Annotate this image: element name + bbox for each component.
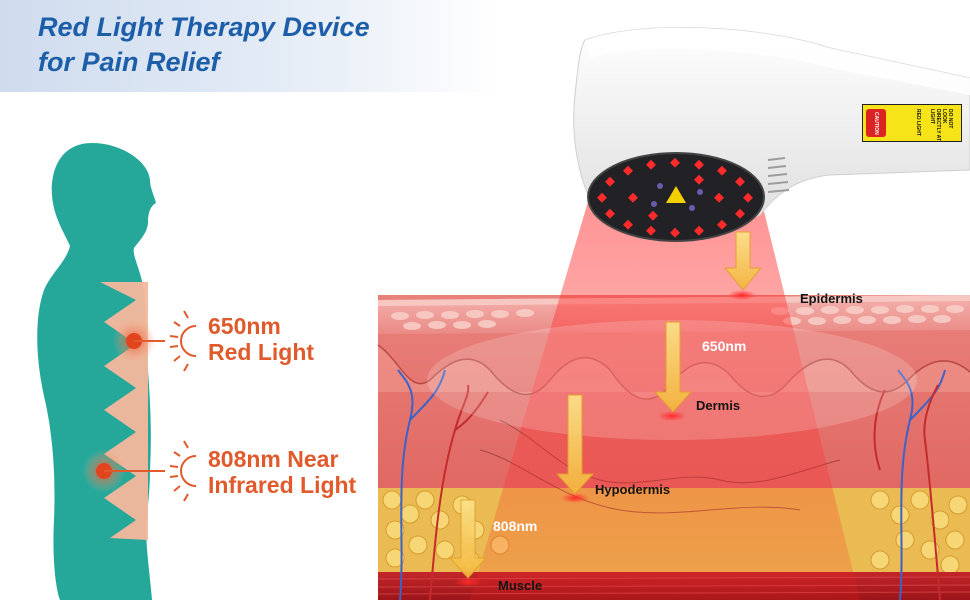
caution-text-2: DO NOT LOOK DIRECTLY AT LIGHT: [929, 109, 953, 141]
title-banner: [0, 0, 500, 92]
therapy-device: [573, 27, 970, 242]
arrow-hypodermis: [555, 394, 595, 495]
red-light-callout-line1: 650nm: [208, 313, 281, 339]
laser-warning-icon: [666, 186, 686, 203]
page-title-line2: for Pain Relief: [38, 47, 220, 77]
red-light-callout-line2: Red Light: [208, 339, 315, 365]
wavelength-650-label: 650nm: [702, 338, 747, 354]
human-silhouette: [37, 143, 156, 600]
wavelength-808-label: 808nm: [493, 518, 538, 534]
muscle-label: Muscle: [498, 578, 543, 593]
nir-light-callout: 808nm Near Infrared Light: [208, 448, 356, 500]
epidermis-label: Epidermis: [800, 291, 863, 306]
caution-label: CAUTION RED LIGHT DO NOT LOOK DIRECTLY A…: [862, 104, 962, 142]
page-title-line1: Red Light Therapy Device: [38, 12, 370, 42]
hypodermis-label: Hypodermis: [595, 482, 671, 497]
muscle-glow: [454, 577, 482, 587]
dermis-label: Dermis: [696, 398, 741, 413]
nir-light-callout-line1: 808nm Near: [208, 446, 339, 472]
caution-text-1: RED LIGHT: [915, 109, 921, 136]
epidermis-glow: [728, 290, 756, 300]
hypodermis-glow: [561, 493, 589, 503]
nir-light-callout-line2: Infrared Light: [208, 472, 357, 498]
red-light-callout: 650nm Red Light: [208, 315, 314, 367]
arrow-epidermis: [723, 231, 763, 291]
dermis-glow: [658, 411, 686, 421]
red-radiate-icon: [169, 310, 197, 372]
caution-badge: CAUTION: [866, 109, 886, 137]
arrow-muscle: [448, 499, 488, 579]
arrow-dermis: [653, 321, 693, 413]
nir-radiate-icon: [169, 440, 197, 502]
